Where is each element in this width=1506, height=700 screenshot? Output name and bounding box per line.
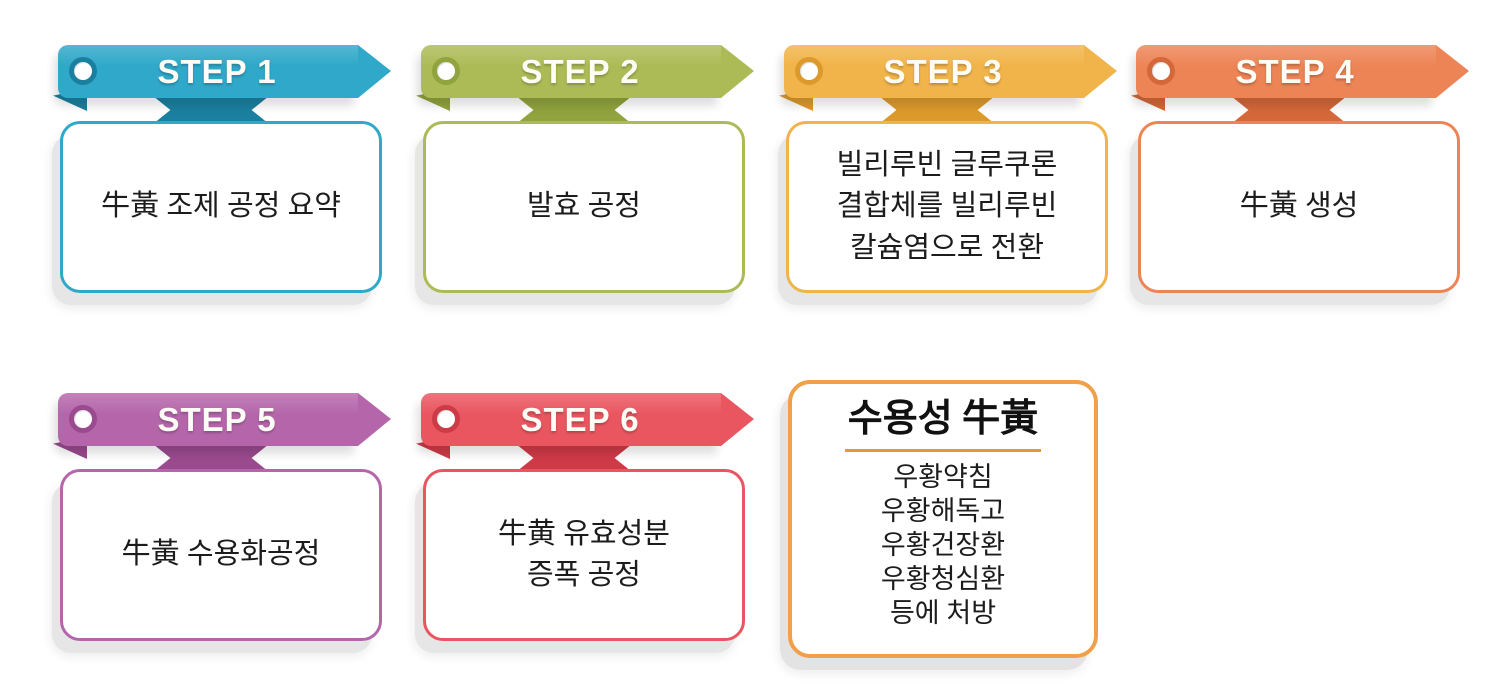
step-text: 牛黄 유효성분 증폭 공정 (498, 517, 670, 591)
arrow-right-icon (721, 45, 754, 98)
result-box: 수용성 牛黃 우황약침 우황해독고 우황건장환 우황청심환 등에 처방 (788, 380, 1098, 658)
step-banner (421, 45, 721, 98)
arrow-right-icon (1436, 45, 1469, 98)
arrow-right-icon (358, 393, 391, 446)
ribbon-tab (516, 96, 632, 124)
step-banner (1136, 45, 1436, 98)
ribbon-tab (153, 96, 269, 124)
step-5-card: STEP 5 牛黃 수용화공정 (53, 393, 392, 653)
step-label: STEP 2 (520, 52, 640, 90)
result-title: 수용성 牛黃 (847, 398, 1039, 440)
step-text: 빌리루빈 글루쿠론 결합체를 빌리루빈 칼슘염으로 전환 (836, 149, 1058, 264)
ring-icon (1147, 57, 1175, 85)
arrow-right-icon (721, 393, 754, 446)
step-box: 빌리루빈 글루쿠론 결합체를 빌리루빈 칼슘염으로 전환 (786, 121, 1108, 293)
ribbon-tab (153, 444, 269, 472)
arrow-right-icon (358, 45, 391, 98)
step-box: 牛黄 유효성분 증폭 공정 (423, 469, 745, 641)
result-divider (845, 449, 1041, 452)
step-banner (784, 45, 1084, 98)
ring-icon (432, 57, 460, 85)
step-box: 발효 공정 (423, 121, 745, 293)
step-banner (58, 393, 358, 446)
result-item: 우황청심환 (880, 564, 1006, 594)
ribbon-tab (1231, 96, 1347, 124)
ring-icon (432, 405, 460, 433)
step-1-card: STEP 1 牛黃 조제 공정 요약 (53, 45, 392, 305)
step-text: 牛黃 수용화공정 (121, 538, 321, 571)
ring-icon (69, 57, 97, 85)
result-item: 우황약침 (893, 462, 993, 492)
ring-icon (795, 57, 823, 85)
step-label: STEP 6 (520, 400, 640, 438)
step-6-card: STEP 6 牛黄 유효성분 증폭 공정 (416, 393, 755, 653)
step-label: STEP 3 (883, 52, 1003, 90)
step-label: STEP 4 (1235, 52, 1355, 90)
ribbon-tab (879, 96, 995, 124)
step-label: STEP 5 (157, 400, 277, 438)
step-2-card: STEP 2 발효 공정 (416, 45, 755, 305)
ribbon-tab (516, 444, 632, 472)
ring-icon (69, 405, 97, 433)
step-text: 발효 공정 (527, 190, 641, 223)
step-3-card: STEP 3 빌리루빈 글루쿠론 결합체를 빌리루빈 칼슘염으로 전환 (779, 45, 1118, 305)
result-item: 등에 처방 (889, 598, 997, 628)
step-banner (58, 45, 358, 98)
step-4-card: STEP 4 牛黃 생성 (1131, 45, 1470, 305)
step-banner (421, 393, 721, 446)
step-box: 牛黃 조제 공정 요약 (60, 121, 382, 293)
arrow-right-icon (1084, 45, 1117, 98)
step-text: 牛黃 조제 공정 요약 (101, 190, 341, 223)
result-item: 우황해독고 (880, 496, 1006, 526)
step-box: 牛黃 생성 (1138, 121, 1460, 293)
result-item: 우황건장환 (880, 530, 1006, 560)
step-box: 牛黃 수용화공정 (60, 469, 382, 641)
step-text: 牛黃 생성 (1239, 190, 1359, 223)
step-label: STEP 1 (157, 52, 277, 90)
